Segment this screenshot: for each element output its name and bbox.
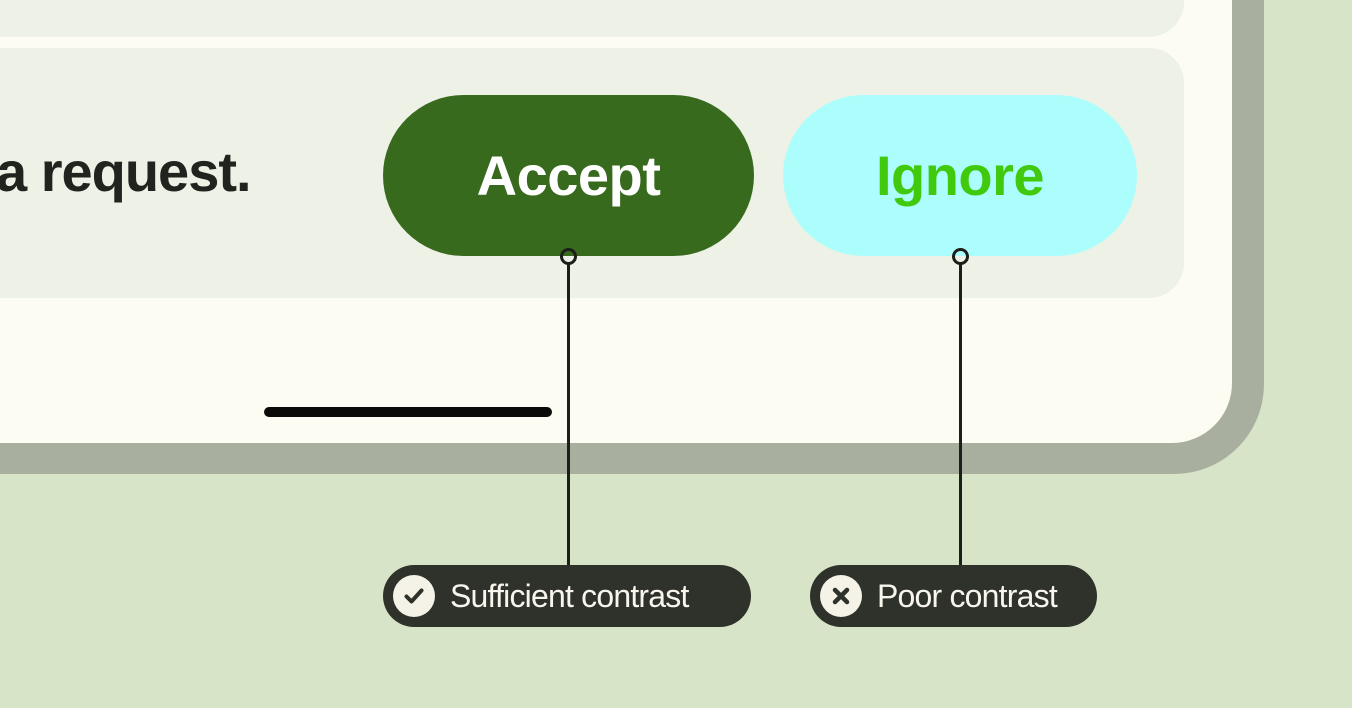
check-icon [404, 588, 424, 604]
home-indicator [264, 407, 552, 417]
accept-button[interactable]: Accept [383, 95, 754, 256]
connector-line-ignore [959, 262, 962, 565]
poor-contrast-label: Poor contrast [877, 577, 1058, 614]
x-badge [820, 575, 862, 617]
connector-line-accept [567, 262, 570, 565]
connector-dot-ignore [952, 248, 969, 265]
check-badge [393, 575, 435, 617]
ignore-button[interactable]: Ignore [783, 95, 1137, 256]
poor-contrast-callout: Poor contrast [810, 565, 1097, 627]
sufficient-contrast-label: Sufficient contrast [450, 577, 689, 614]
message-text: a request. [0, 140, 252, 203]
sufficient-contrast-callout: Sufficient contrast [383, 565, 751, 627]
x-icon [832, 587, 850, 605]
message-card-partial [0, 0, 1184, 37]
connector-dot-accept [560, 248, 577, 265]
